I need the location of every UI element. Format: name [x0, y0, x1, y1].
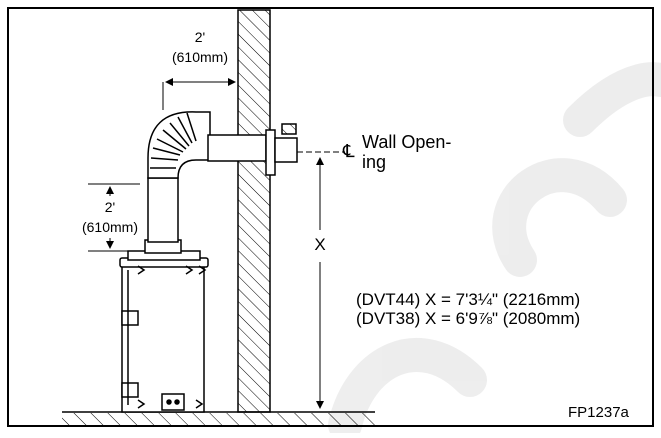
wall-opening-label-line2: ing — [362, 152, 386, 172]
horizontal-dimension — [162, 78, 239, 110]
spec-dvt44: (DVT44) X = 7'3¼" (2216mm) — [356, 290, 580, 309]
frame-border — [7, 7, 654, 427]
vertical-dim-feet: 2' — [105, 199, 115, 215]
spec-dvt38: (DVT38) X = 6'9⅞" (2080mm) — [356, 309, 580, 328]
horizontal-dim-feet: 2' — [195, 29, 205, 45]
vent-pipe — [144, 111, 298, 254]
floor — [62, 411, 375, 425]
horizontal-dim-mm: (610mm) — [172, 49, 228, 65]
vertical-dim-mm: (610mm) — [82, 219, 138, 235]
wall-opening-label-line1: Wall Open- — [362, 132, 451, 152]
vertical-dimension — [88, 183, 140, 252]
centerline-symbol: ℄ — [342, 141, 355, 161]
centerline — [297, 151, 345, 409]
water-heater — [119, 250, 209, 413]
watermark — [328, 62, 661, 438]
figure-code: FP1237a — [568, 404, 630, 421]
wall — [237, 9, 271, 413]
height-symbol: X — [314, 235, 325, 254]
